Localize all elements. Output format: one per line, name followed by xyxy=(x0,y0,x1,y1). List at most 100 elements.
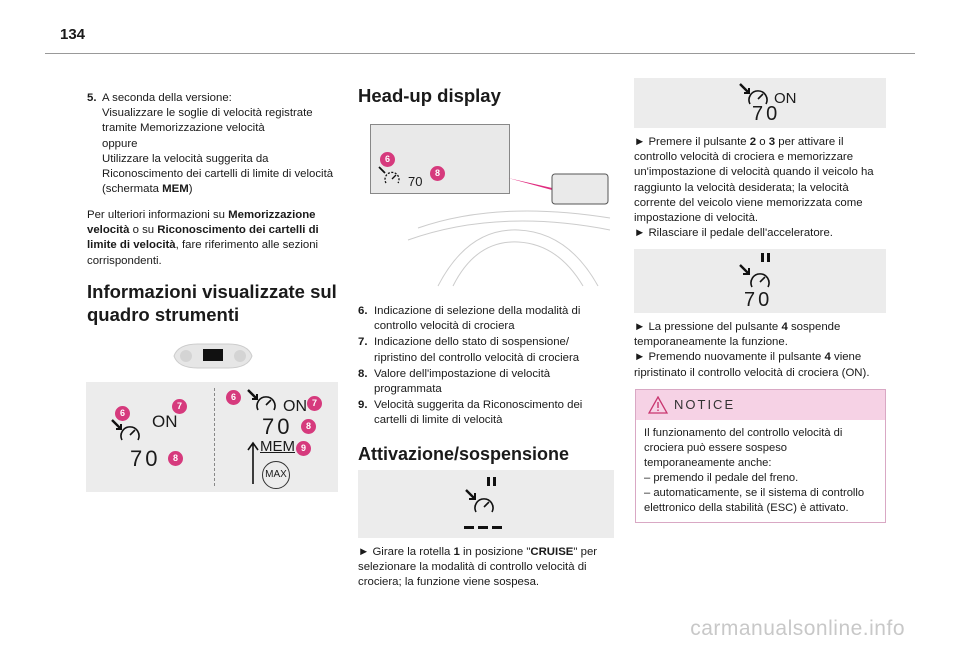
panel-divider xyxy=(214,388,215,486)
on-label: ON xyxy=(152,412,178,431)
instruction-cruise: ► Girare la rotella 1 in posizione "CRUI… xyxy=(358,545,614,591)
notice-header: NOTICE xyxy=(636,390,885,420)
notice-box: NOTICE Il funzionamento del controllo ve… xyxy=(635,389,886,523)
suspended-figure xyxy=(358,470,614,538)
arrow-up-icon xyxy=(247,441,259,484)
notice-line: – automaticamente, se il sistema di cont… xyxy=(644,487,865,499)
speed-value: 70 xyxy=(262,414,293,439)
callout-badge: 7 xyxy=(172,399,187,414)
item-5-line: Visualizzare le soglie di velocità regis… xyxy=(102,107,313,120)
text-bold: Riconoscimento dei cartelli di limite di… xyxy=(87,224,319,252)
instrument-panel-figure: ON 70 6 7 8 ON 70 MEM MAX 6 7 8 9 xyxy=(86,382,338,492)
step-suspend-resume: ► La pressione del pulsante 4 sospende t… xyxy=(634,320,886,381)
bullet-arrow: ► xyxy=(634,351,646,364)
notice-body: Il funzionamento del controllo velocità … xyxy=(636,420,885,516)
list-text: Indicazione dello stato di sospensione/ … xyxy=(374,336,580,364)
hud-projection-illustration xyxy=(407,173,611,287)
item-5-line: Riconoscimento dei cartelli di limite di… xyxy=(102,168,334,181)
step-activate: ► Premere il pulsante 2 o 3 per attivare… xyxy=(634,135,886,241)
heading-line: Informazioni visualizzate sul xyxy=(87,281,337,302)
bullet-arrow: ► xyxy=(634,136,646,148)
speed-value: 70 xyxy=(744,289,773,311)
list-item: 6. Indicazione di selezione della modalit… xyxy=(358,304,614,334)
section-heading-instruments: Informazioni visualizzate sul quadro str… xyxy=(87,280,337,326)
hud-speed: 70 xyxy=(408,174,423,189)
speedometer-icon xyxy=(739,83,768,105)
text-run: , fare riferimento alle sezioni corrispo… xyxy=(87,239,319,267)
warning-triangle-icon xyxy=(648,396,668,414)
text-run: " per selezionare la modalità di control… xyxy=(358,546,598,589)
notice-title: NOTICE xyxy=(674,397,736,412)
notice-line: temporaneamente anche: xyxy=(644,457,772,469)
on-label: ON xyxy=(774,90,797,107)
hud-figure: 70 6 8 xyxy=(358,118,614,288)
page-number: 134 xyxy=(60,26,86,43)
cruise-suspended-icon xyxy=(464,477,502,529)
header-rule xyxy=(45,53,915,54)
text-run: Premendo nuovamente il pulsante xyxy=(645,351,825,364)
text-bold: 4 xyxy=(824,351,831,364)
item-5: 5. A seconda della versione: Visualizzar… xyxy=(87,91,337,197)
list-text: Valore dell'impostazione di velocità pro… xyxy=(374,367,551,396)
item-5-line: tramite Memorizzazione velocità xyxy=(102,122,265,135)
item-5-number: 5. xyxy=(87,92,97,104)
list-item: 7. Indicazione dello stato di sospensione… xyxy=(358,335,614,365)
callout-badge: 6 xyxy=(380,152,395,167)
text-bold: 2 xyxy=(749,136,757,148)
text-run: Girare la rotella xyxy=(369,546,454,558)
text-run: sospende temporaneamente la funzione. xyxy=(634,321,841,349)
heading-line: quadro strumenti xyxy=(87,304,240,325)
text-bold: MEM xyxy=(162,183,189,196)
speed-value: 70 xyxy=(130,446,161,471)
text-bold: Memorizzazione velocità xyxy=(87,209,316,237)
text-run: Rilasciare il pedale dell'acceleratore. xyxy=(645,227,833,240)
callout-badge: 8 xyxy=(168,451,183,466)
mem-label: MEM xyxy=(260,438,295,455)
list-number: 7. xyxy=(358,336,368,349)
speedometer-icon xyxy=(247,389,276,411)
callout-badge: 6 xyxy=(115,406,130,421)
callout-badge: 9 xyxy=(296,441,311,456)
watermark: carmanualsonline.info xyxy=(690,617,905,640)
list-text: Indicazione di selezione della modalità … xyxy=(374,305,581,333)
active-figure: ON 70 xyxy=(634,78,886,128)
bullet-arrow: ► xyxy=(358,546,370,558)
text-run: (schermata xyxy=(102,183,163,196)
list-number: 9. xyxy=(358,399,368,412)
list-item: 8. Valore dell'impostazione di velocità p… xyxy=(358,367,614,397)
text-run: o su xyxy=(129,224,158,237)
callout-badge: 7 xyxy=(307,396,322,411)
text-bold: 1 xyxy=(453,546,460,558)
text-run: La pressione del pulsante xyxy=(645,321,782,333)
text-run: viene ripristinato il controllo velocità… xyxy=(634,351,870,379)
on-label: ON xyxy=(283,398,307,415)
max-speed-sign: MAX xyxy=(262,461,290,489)
text-run: ) xyxy=(188,183,193,196)
list-text: Velocità suggerita da Riconoscimento dei… xyxy=(374,399,583,427)
item-5-line: oppure xyxy=(102,137,138,150)
callout-badge: 8 xyxy=(301,419,316,434)
list-number: 6. xyxy=(358,305,368,317)
paused-figure: 70 xyxy=(634,249,886,313)
notice-line: crociera può essere sospeso xyxy=(644,442,788,454)
section-heading-activation: Attivazione/sospensione xyxy=(358,444,570,464)
speed-value: 70 xyxy=(752,103,781,125)
callout-badge: 6 xyxy=(226,390,241,405)
text-run: o xyxy=(756,136,769,148)
speedometer-icon xyxy=(111,419,140,441)
text-run: in posizione " xyxy=(459,546,531,558)
list-item: 9. Velocità suggerita da Riconoscimento d… xyxy=(358,398,614,428)
cruise-paused-icon xyxy=(739,253,770,288)
text-run: per attivare il controllo velocità di cr… xyxy=(634,136,874,225)
list-number: 8. xyxy=(358,367,368,380)
text-bold: 4 xyxy=(781,321,788,333)
callout-badge: 8 xyxy=(430,166,445,181)
text-bold: 3 xyxy=(768,136,776,148)
item-5-line-last: (schermata MEM) xyxy=(102,182,333,197)
bullet-arrow: ► xyxy=(634,321,646,333)
notice-line: elettronico della stabilità (ESC) è atti… xyxy=(644,502,849,514)
legend-list: 6. Indicazione di selezione della modalit… xyxy=(358,304,614,430)
speedometer-icon xyxy=(378,166,400,184)
item-5-line: Utilizzare la velocità suggerita da xyxy=(102,152,269,165)
reference-paragraph: Per ulteriori informazioni su Memorizzaz… xyxy=(87,208,337,269)
